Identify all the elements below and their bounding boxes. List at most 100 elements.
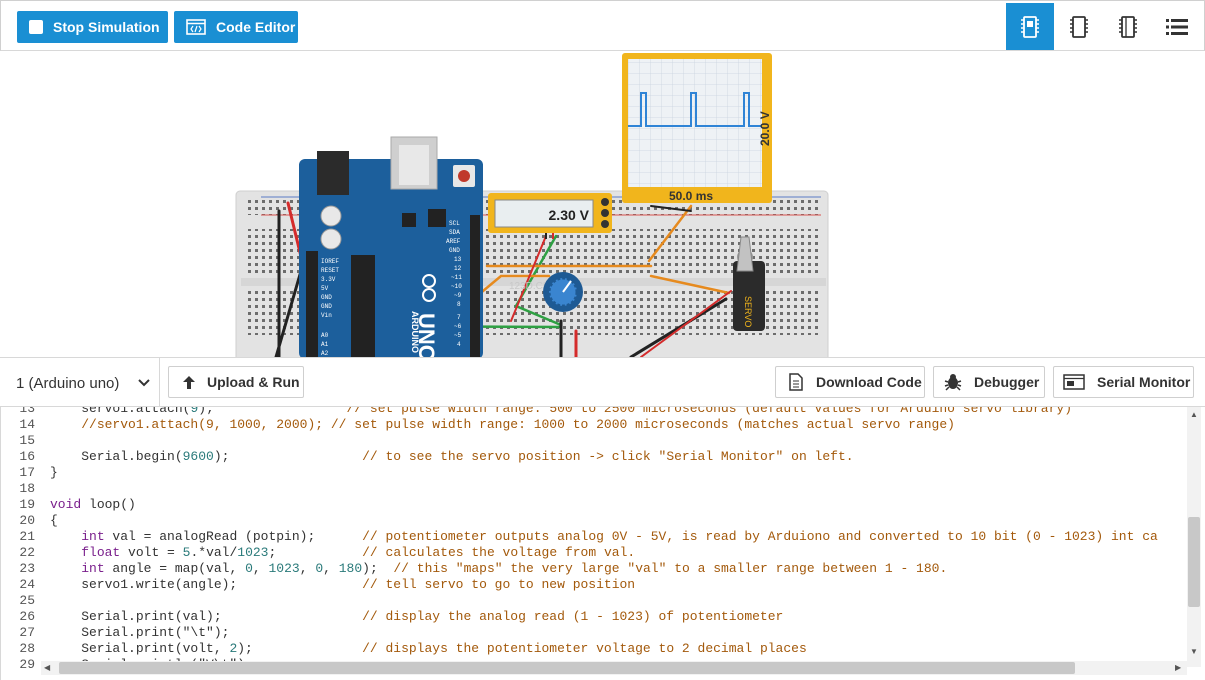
board-select-value: 1 (Arduino uno) [16,374,120,392]
board-select-dropdown[interactable]: 1 (Arduino uno) [0,358,160,408]
svg-text:12: 12 [454,265,462,272]
svg-text:4: 4 [457,341,461,348]
code-line[interactable]: void loop() [50,497,136,512]
debugger-button[interactable]: Debugger [933,366,1045,398]
line-number: 29 [19,657,35,672]
code-line[interactable]: Serial.print(val); // display the analog… [50,609,784,624]
line-number: 25 [19,593,35,608]
line-number: 23 [19,561,35,576]
code-line[interactable]: int angle = map(val, 0, 1023, 0, 180); /… [81,561,948,576]
line-number-gutter: 13 14 15 16 17 18 19 20 21 22 23 24 25 2… [1,407,41,672]
code-editor[interactable]: 13 14 15 16 17 18 19 20 21 22 23 24 25 2… [0,407,1205,680]
code-line[interactable]: Serial.print("\t"); [50,625,230,640]
potentiometer[interactable] [543,272,583,312]
code-line[interactable]: //servo1.attach(9, 1000, 2000); // set p… [81,417,955,432]
pcb-view-tab[interactable] [1104,3,1152,50]
vertical-scroll-thumb[interactable] [1188,517,1200,607]
line-number: 22 [19,545,35,560]
svg-text:A1: A1 [321,341,329,348]
schematic-view-tab[interactable] [1055,3,1103,50]
horizontal-scroll-thumb[interactable] [59,662,1075,674]
arduino-model-text: UNO [414,313,439,357]
svg-text:AREF: AREF [446,238,461,245]
svg-text:7: 7 [457,314,461,321]
document-icon [789,373,803,391]
component-view-icon [1021,15,1039,38]
line-number: 17 [19,465,35,480]
serial-monitor-button[interactable]: Serial Monitor [1053,366,1194,398]
pcb-view-icon [1119,15,1137,38]
multimeter[interactable]: 2.30 V [488,193,612,239]
line-number: 13 [19,407,35,416]
horizontal-scrollbar[interactable]: ◀ ▶ [41,661,1187,675]
vertical-scrollbar[interactable]: ▲ ▼ [1187,407,1201,667]
scroll-down-arrow-icon[interactable]: ▼ [1190,647,1198,656]
svg-text:13: 13 [454,256,462,263]
code-line[interactable]: Serial.print(volt, 2); // displays the p… [50,641,807,656]
svg-text:IOREF: IOREF [321,258,339,265]
download-code-button[interactable]: Download Code [775,366,925,398]
svg-text:GND: GND [449,247,460,254]
svg-text:SCL: SCL [449,220,460,227]
line-number: 26 [19,609,35,624]
code-editor-button[interactable]: Code Editor [174,11,298,43]
scroll-up-arrow-icon[interactable]: ▲ [1190,410,1198,419]
svg-text:SDA: SDA [449,229,460,236]
line-number: 15 [19,433,35,448]
arduino-brand-text: ARDUINO [410,311,420,353]
upload-run-button[interactable]: Upload & Run [168,366,304,398]
component-list-tab[interactable] [1153,3,1201,50]
multimeter-reading: 2.30 V [549,207,590,223]
oscilloscope[interactable]: 50.0 ms 20.0 V [622,53,772,203]
code-line[interactable]: servo1.attach(9); // set pulse width ran… [50,407,1073,416]
svg-text:~6: ~6 [454,323,462,330]
stop-icon [29,20,43,34]
stop-simulation-label: Stop Simulation [53,19,160,35]
servo-label: SERVO [743,296,753,327]
chevron-down-icon [138,379,150,387]
svg-text:A2: A2 [321,350,329,357]
upload-arrow-icon [183,375,195,389]
line-number: 18 [19,481,35,496]
svg-text:~10: ~10 [451,283,462,290]
upload-run-label: Upload & Run [207,374,300,390]
svg-text:~11: ~11 [451,274,462,281]
arduino-uno-board[interactable]: IOREF RESET 3.3V 5V GND GND Vin A0 A1 A2… [299,136,483,357]
component-view-tab[interactable] [1006,3,1054,50]
line-number: 27 [19,625,35,640]
scroll-left-arrow-icon[interactable]: ◀ [44,663,51,672]
chip-view-icon [1070,15,1088,38]
code-window-icon [186,19,206,35]
code-line[interactable]: servo1.write(angle); // tell servo to go… [50,577,636,592]
code-line[interactable]: Serial.begin(9600); // to see the servo … [50,449,854,464]
svg-text:8: 8 [457,301,461,308]
code-editor-label: Code Editor [216,19,296,35]
svg-text:GND: GND [321,303,332,310]
code-line[interactable]: { [50,513,58,528]
svg-text:~5: ~5 [454,332,462,339]
line-number: 24 [19,577,35,592]
line-number: 19 [19,497,35,512]
download-code-label: Download Code [816,374,922,390]
svg-text:Vin: Vin [321,312,332,319]
circuit-canvas[interactable]: IOREF RESET 3.3V 5V GND GND Vin A0 A1 A2… [1,51,1203,357]
terminal-window-icon [1063,374,1085,390]
svg-text:3.3V: 3.3V [321,276,336,283]
code-line[interactable]: } [50,465,58,480]
code-line[interactable]: float volt = 5.*val/1023; // calculates … [81,545,636,560]
oscilloscope-time-label: 50.0 ms [669,189,713,203]
code-line[interactable]: int val = analogRead (potpin); // potent… [81,529,1158,544]
oscilloscope-voltage-label: 20.0 V [758,111,772,146]
servo-motor[interactable]: SERVO [733,236,765,331]
serial-monitor-label: Serial Monitor [1097,374,1191,390]
svg-text:~9: ~9 [454,292,462,299]
top-toolbar: Stop Simulation Code Editor [0,0,1205,51]
scroll-right-arrow-icon[interactable]: ▶ [1175,663,1182,672]
stop-simulation-button[interactable]: Stop Simulation [17,11,168,43]
line-number: 28 [19,641,35,656]
line-number: 14 [19,417,35,432]
svg-text:RESET: RESET [321,267,339,274]
line-number: 21 [19,529,35,544]
svg-text:GND: GND [321,294,332,301]
svg-text:A0: A0 [321,332,329,339]
